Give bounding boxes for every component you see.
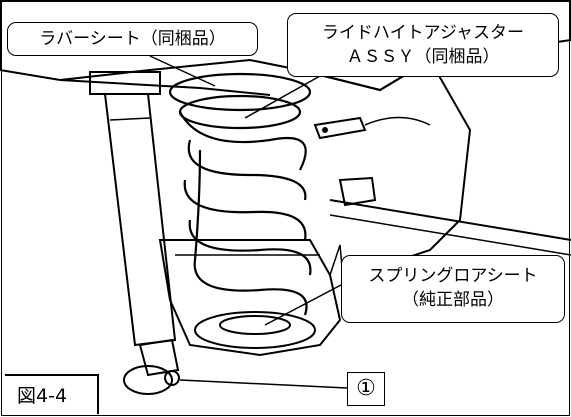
shock-body bbox=[103, 93, 177, 347]
leader-rubber-sheet bbox=[149, 55, 216, 87]
callout-spring-lower-seat: スプリングロアシート （純正部品） bbox=[341, 255, 565, 323]
marker-leader bbox=[179, 379, 348, 389]
callout-rubber-sheet-text: ラバーシート（同梱品） bbox=[39, 29, 226, 49]
callout-ride-height-adjuster: ライドハイトアジャスター ＡＳＳＹ（同梱品） bbox=[287, 13, 559, 77]
callout-ride-height-adjuster-line1: ライドハイトアジャスター bbox=[321, 23, 525, 43]
pointer-wire bbox=[364, 116, 431, 126]
callout-ride-height-adjuster-line2: ＡＳＳＹ（同梱品） bbox=[346, 47, 500, 67]
spring-lower-seat-shape bbox=[194, 311, 316, 349]
shock-lower-eye bbox=[123, 365, 173, 395]
figure-label: 図4-4 bbox=[5, 374, 99, 414]
coil-spring bbox=[168, 72, 312, 316]
callout-spring-lower-seat-line2: （純正部品） bbox=[402, 290, 504, 310]
shock-stripe bbox=[109, 117, 151, 121]
callout-spring-lower-seat-line1: スプリングロアシート bbox=[368, 266, 538, 286]
right-frame-line-2 bbox=[329, 214, 571, 256]
marker-1-text: ① bbox=[356, 376, 376, 401]
spring-lower-seat-inner bbox=[219, 315, 291, 335]
leader-ride-height-adjuster bbox=[244, 75, 321, 119]
right-frame-line bbox=[329, 199, 571, 241]
callout-rubber-sheet: ラバーシート（同梱品） bbox=[7, 22, 258, 56]
callout-marker-1: ① bbox=[347, 372, 385, 406]
lower-arm bbox=[158, 239, 342, 357]
mount-hole bbox=[322, 127, 328, 133]
chassis-edge bbox=[59, 79, 271, 96]
mount-tab bbox=[313, 116, 367, 140]
bump-stop bbox=[338, 176, 377, 207]
lower-bolt bbox=[164, 370, 180, 386]
leader-spring-lower-seat bbox=[264, 284, 342, 326]
right-bracket bbox=[299, 58, 472, 261]
shock-rod bbox=[138, 338, 180, 377]
